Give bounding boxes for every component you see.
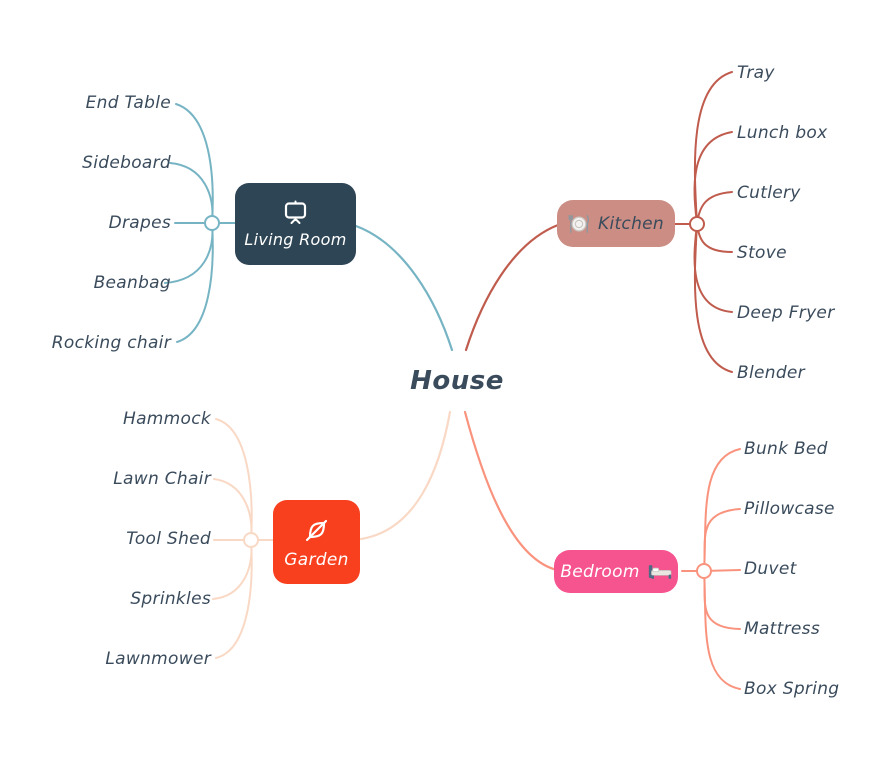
collapse-toggle-living-room[interactable] [204,215,220,231]
trunk-curve-living-room [354,224,454,352]
node-label: Garden [284,549,349,570]
trunk-curves [354,223,560,572]
trunk-curve-garden [359,410,452,541]
trunk-curve-kitchen [464,223,560,352]
plate-cutlery-icon [568,213,590,235]
collapse-toggle-garden[interactable] [243,532,259,548]
node-label: Kitchen [598,213,664,234]
node-bedroom[interactable]: Bedroom [554,550,678,593]
leaf-rocking-chair[interactable]: Rocking chair [51,333,171,353]
node-kitchen[interactable]: Kitchen [557,200,675,247]
leaf-duvet[interactable]: Duvet [744,559,797,579]
leaf-hammock[interactable]: Hammock [122,409,211,429]
leaf-lawn-chair[interactable]: Lawn Chair [113,469,211,489]
fan-kitchen [672,71,733,373]
fan-living-room [164,103,236,343]
leaf-lunch-box[interactable]: Lunch box [737,123,828,143]
leaf-blender[interactable]: Blender [737,363,805,383]
leaf-icon [302,515,332,545]
node-garden[interactable]: Garden [273,500,360,584]
collapse-toggle-kitchen[interactable] [689,216,705,232]
leaf-pillowcase[interactable]: Pillowcase [744,499,835,519]
node-living-room[interactable]: Living Room [235,183,356,265]
trunk-curve-bedroom [463,410,559,572]
node-label: Living Room [244,229,347,249]
leaf-beanbag[interactable]: Beanbag [93,273,171,293]
leaf-cutlery[interactable]: Cutlery [737,183,801,203]
leaf-stove[interactable]: Stove [737,243,787,263]
root-node-house[interactable]: House [410,366,504,396]
leaf-deep-fryer[interactable]: Deep Fryer [737,303,835,323]
leaf-drapes[interactable]: Drapes [108,213,171,233]
leaf-mattress[interactable]: Mattress [744,619,820,639]
screen-icon [282,200,309,225]
bed-icon [648,563,672,581]
leaf-tray[interactable]: Tray [737,63,775,83]
leaf-sideboard[interactable]: Sideboard [82,153,171,173]
collapse-toggle-bedroom[interactable] [696,563,712,579]
leaf-sprinkles[interactable]: Sprinkles [130,589,211,609]
fan-garden [212,418,274,659]
leaf-end-table[interactable]: End Table [85,93,171,113]
leaf-box-spring[interactable]: Box Spring [744,679,840,699]
node-label: Bedroom [560,561,640,582]
leaf-lawnmower[interactable]: Lawnmower [105,649,211,669]
leaf-bunk-bed[interactable]: Bunk Bed [744,439,828,459]
leaf-tool-shed[interactable]: Tool Shed [126,529,211,549]
